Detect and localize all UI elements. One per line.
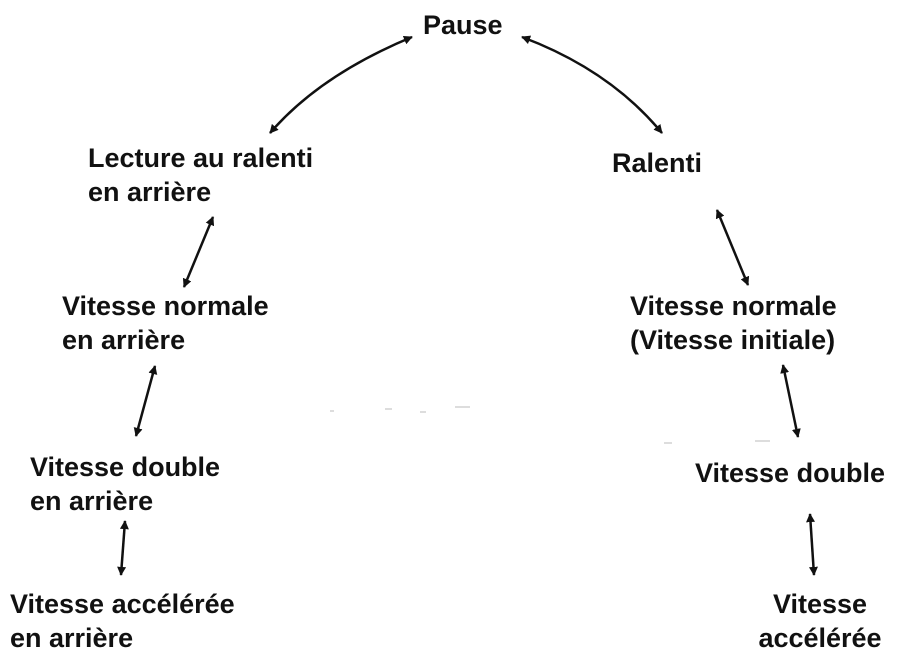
arrow-double-fast — [806, 513, 818, 576]
arrow-pause-reverse-slow — [269, 35, 413, 134]
node-normal-line-1: Vitesse normale — [630, 291, 837, 321]
node-reverse-normal-line-1: Vitesse normale — [62, 291, 269, 321]
node-reverse-double-line-2: en arrière — [30, 486, 154, 516]
node-double: Vitesse double — [695, 456, 885, 490]
node-reverse-normal: Vitesse normale en arrière — [62, 289, 269, 357]
node-pause-line-1: Pause — [423, 10, 503, 40]
scan-artifacts — [330, 406, 770, 444]
node-fast: Vitesse accélérée — [740, 587, 900, 655]
node-reverse-normal-line-2: en arrière — [62, 325, 186, 355]
node-reverse-slow-line-1: Lecture au ralenti — [88, 143, 314, 173]
node-pause: Pause — [423, 8, 503, 42]
node-fast-line-2: accélérée — [758, 623, 882, 653]
node-reverse-fast: Vitesse accélérée en arrière — [10, 587, 235, 655]
node-fast-line-1: Vitesse — [772, 589, 868, 619]
arrow-reverse-normal-reverse-double — [133, 365, 158, 437]
node-double-line-1: Vitesse double — [695, 458, 886, 488]
arrow-reverse-slow-reverse-normal — [182, 216, 215, 288]
arrow-reverse-double-reverse-fast — [117, 520, 129, 576]
node-reverse-slow-line-2: en arrière — [88, 177, 212, 207]
node-reverse-double: Vitesse double en arrière — [30, 450, 220, 518]
arrow-normal-double — [780, 364, 801, 438]
node-reverse-double-line-1: Vitesse double — [30, 452, 221, 482]
node-reverse-fast-line-1: Vitesse accélérée — [10, 589, 235, 619]
arrow-slow-normal — [715, 209, 750, 286]
node-normal: Vitesse normale (Vitesse initiale) — [630, 289, 837, 357]
arrow-pause-slow — [521, 35, 663, 134]
node-slow: Ralenti — [612, 146, 702, 180]
node-reverse-slow: Lecture au ralenti en arrière — [88, 141, 313, 209]
node-normal-line-2: (Vitesse initiale) — [630, 325, 836, 355]
node-reverse-fast-line-2: en arrière — [10, 623, 134, 653]
node-slow-line-1: Ralenti — [612, 148, 703, 178]
